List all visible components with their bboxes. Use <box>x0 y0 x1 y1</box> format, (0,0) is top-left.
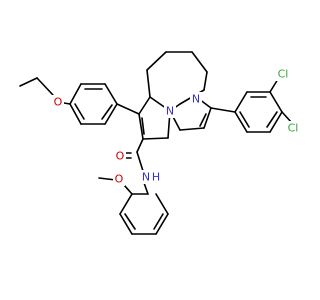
bond <box>142 137 169 140</box>
bond <box>19 77 38 87</box>
bonds <box>19 51 293 235</box>
atom-o-ether: O <box>54 96 63 109</box>
n-fused-label: N <box>164 104 176 118</box>
chemical-structure: Cl Cl N N O O N H O <box>19 51 300 235</box>
bond <box>155 213 169 235</box>
atom-o-carbonyl: O <box>116 150 125 163</box>
o-ether-label: O <box>52 95 64 109</box>
o-methoxy-label: O <box>113 172 125 186</box>
bond <box>119 193 133 215</box>
bond <box>210 107 236 113</box>
bond <box>69 83 82 105</box>
o-carbonyl-label: O <box>114 149 126 163</box>
bond <box>269 78 279 93</box>
bond <box>179 127 205 131</box>
bond <box>104 103 118 125</box>
bond <box>138 113 144 140</box>
bond <box>36 77 54 96</box>
bond <box>155 193 169 215</box>
bond <box>104 83 118 105</box>
atom-h-amide: H <box>152 171 160 184</box>
atom-n-fused: N <box>166 105 174 118</box>
nh-amide-label: N H <box>140 170 162 184</box>
bond <box>191 51 208 73</box>
atom-nh-amide: N <box>142 171 150 184</box>
bond <box>123 184 133 195</box>
bond <box>69 103 82 125</box>
bond <box>269 91 283 113</box>
cl-bottom-label: Cl <box>287 121 300 135</box>
bond <box>234 91 248 113</box>
bond <box>63 102 71 105</box>
bond <box>141 117 145 135</box>
bond <box>146 69 151 98</box>
bond <box>136 151 144 172</box>
bond <box>203 71 208 91</box>
bond <box>269 111 283 133</box>
bond <box>266 111 278 128</box>
bond <box>203 107 212 129</box>
bond <box>116 103 140 115</box>
bond <box>153 213 164 230</box>
bond <box>136 138 144 153</box>
bond <box>101 104 113 120</box>
atom-n-ring: N <box>192 93 200 106</box>
bond <box>74 103 85 120</box>
atom-labels: Cl Cl N N O O N H O <box>52 67 300 186</box>
bond <box>119 213 133 235</box>
bond <box>234 111 248 133</box>
bond <box>199 113 207 127</box>
bond <box>239 111 250 128</box>
n-ring-label: N <box>190 92 202 106</box>
atom-cl-bottom: Cl <box>288 122 299 135</box>
atom-o-methoxy: O <box>115 173 124 186</box>
bond <box>146 51 167 71</box>
bond <box>124 213 136 230</box>
atom-cl-top: Cl <box>278 68 289 81</box>
bond <box>138 96 151 115</box>
cl-top-label: Cl <box>275 67 291 81</box>
